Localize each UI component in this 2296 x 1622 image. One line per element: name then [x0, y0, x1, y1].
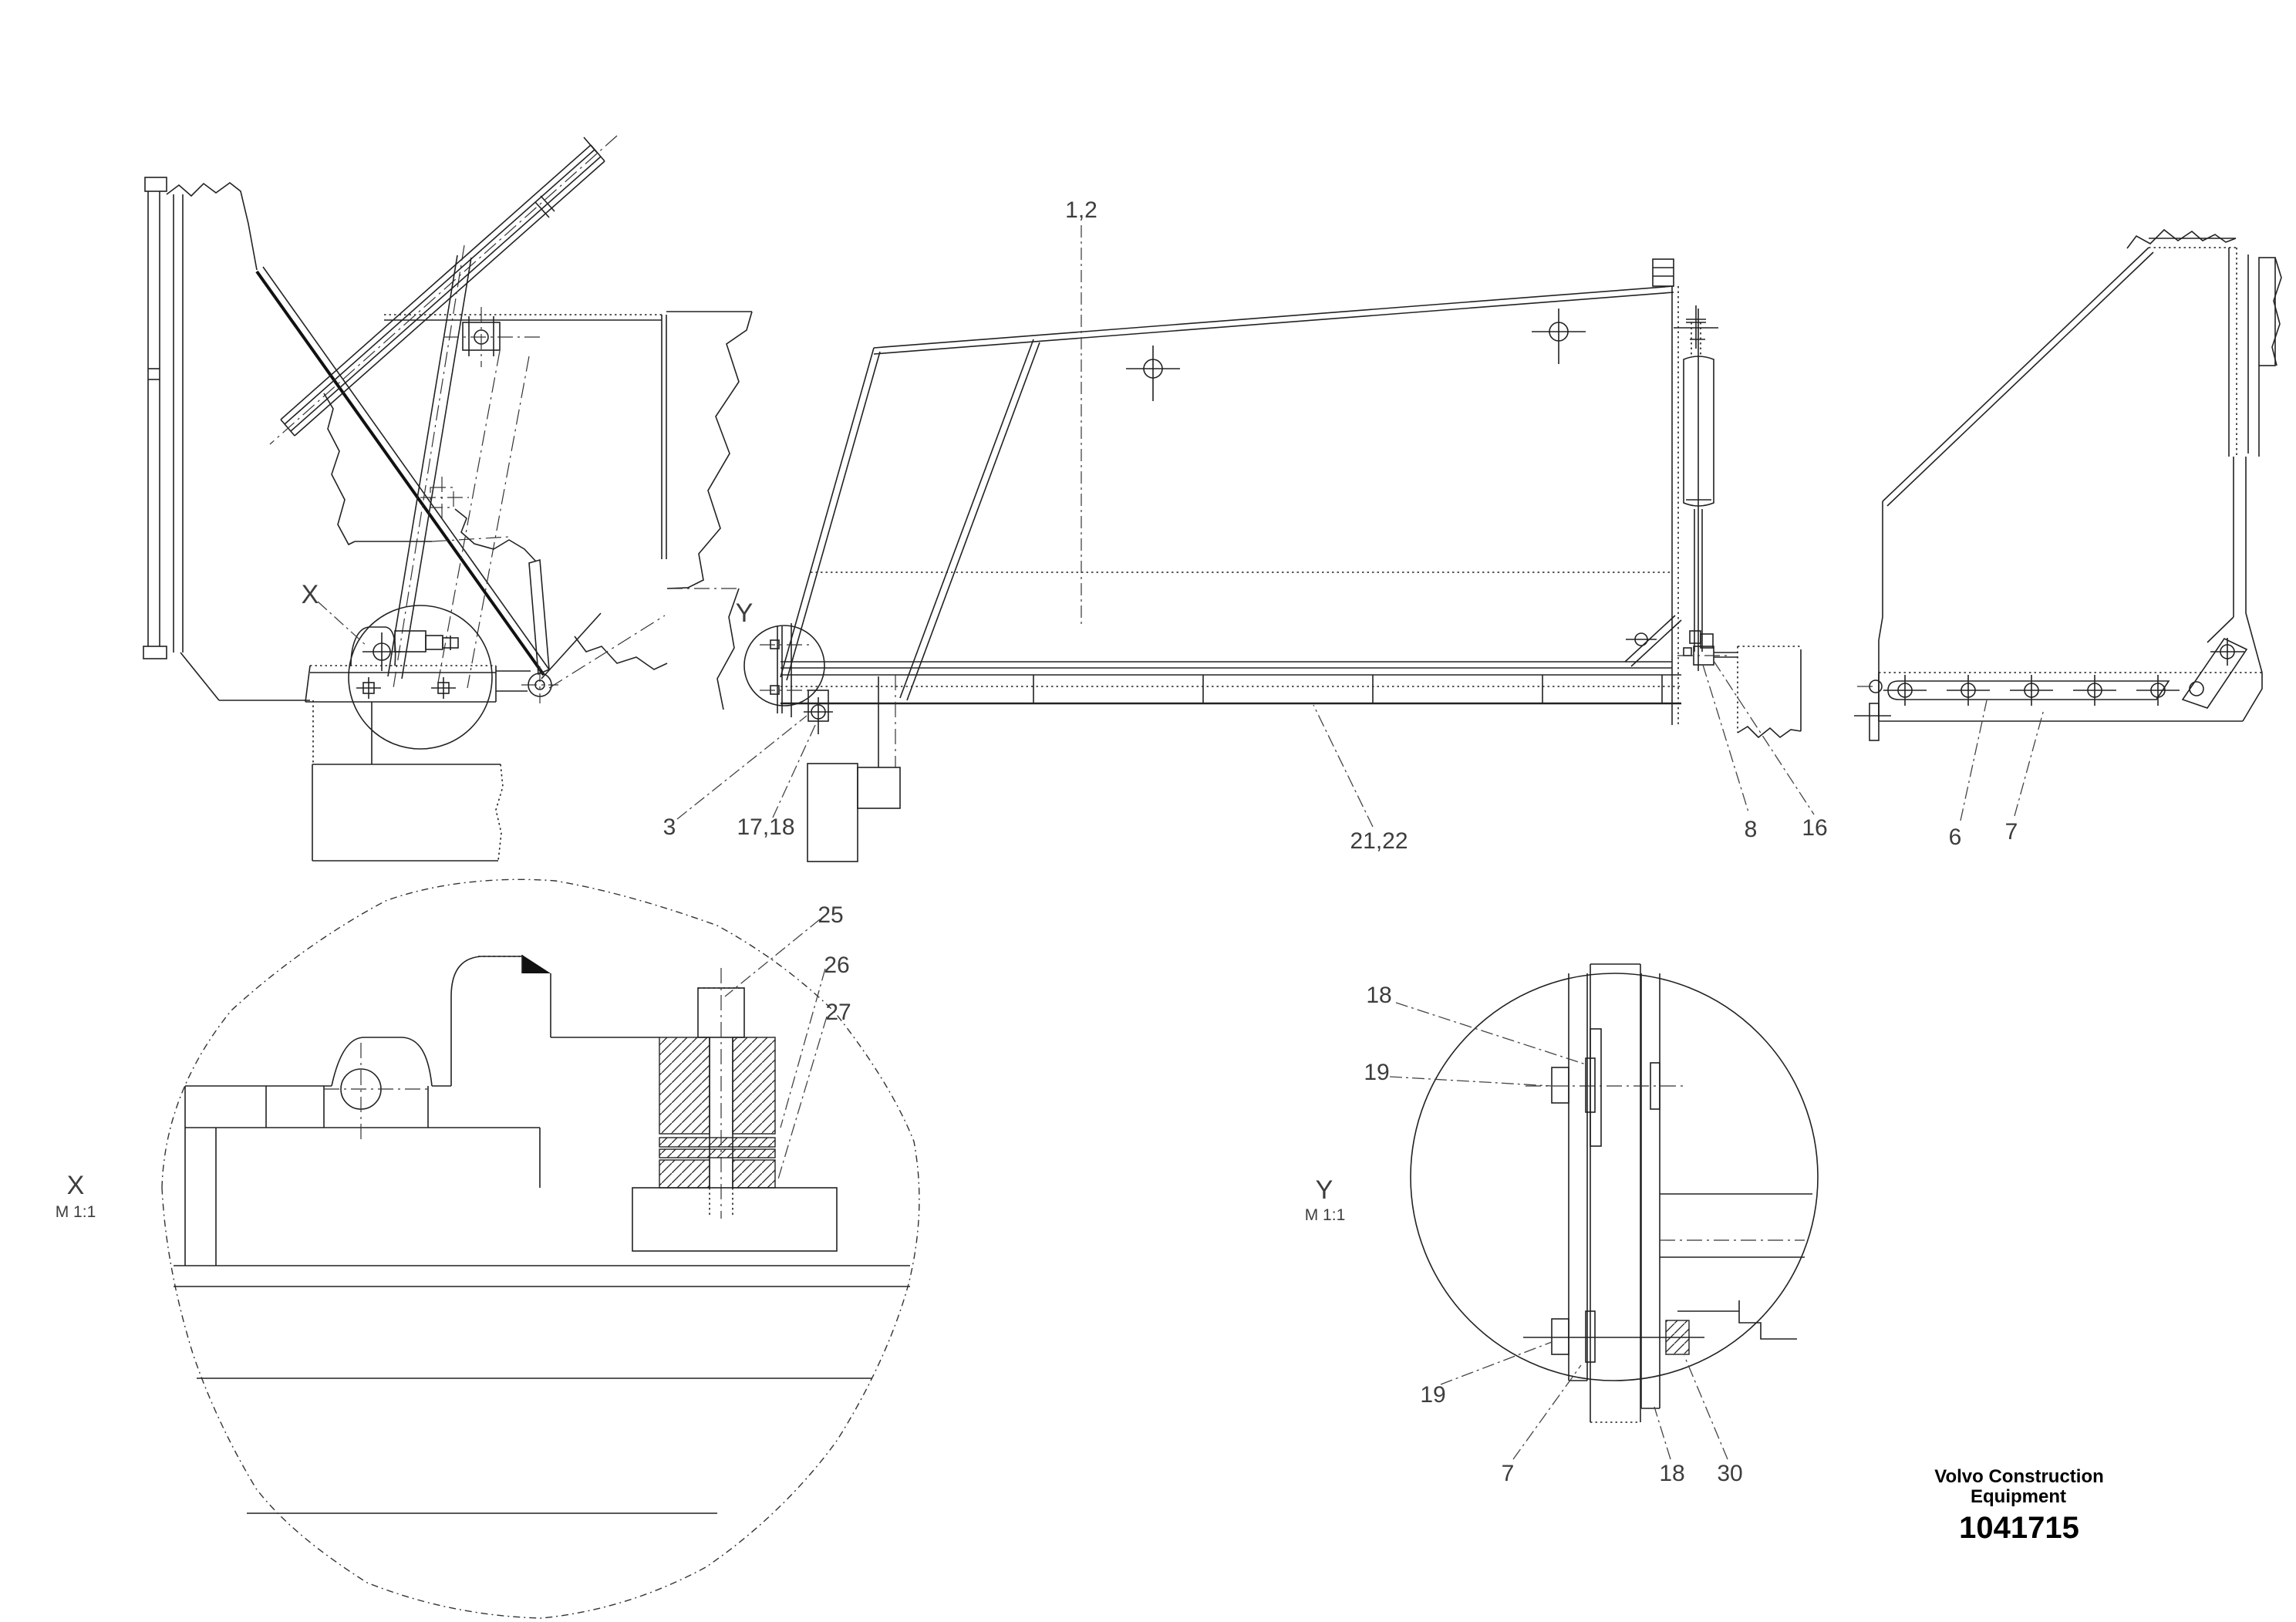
callout-19-bottom: 19: [1420, 1382, 1445, 1408]
detail-y-circle-marker: [743, 625, 825, 706]
callout-17-18: 17,18: [737, 814, 794, 840]
callout-6-leader: [1960, 700, 1988, 821]
callout-8: 8: [1745, 817, 1758, 842]
callout-3-leader: [676, 715, 807, 820]
detail-y-marker: Y: [736, 599, 754, 628]
title-block: Volvo Construction Equipment 1041715: [1934, 1466, 2104, 1545]
callout-16: 16: [1802, 815, 1827, 841]
view-side-right: 6 7: [1854, 228, 2282, 850]
callout-18t-leader: [1395, 1002, 1586, 1065]
view-side-left: X: [143, 135, 753, 862]
callout-21-22: 21,22: [1350, 828, 1408, 854]
callout-19b-leader: [1440, 1341, 1553, 1385]
panel-hole-marks: [1126, 309, 1586, 401]
callout-1-2: 1,2: [1065, 197, 1097, 223]
bar-bolt-5: [2136, 675, 2180, 706]
callout-27: 27: [825, 1000, 851, 1025]
panel-left-joint: [760, 623, 811, 717]
lid-cylinder-strut: [387, 244, 530, 689]
view-front-main: 1,2 Y 3 17,18 21,: [663, 197, 1828, 862]
right-view-left-end: [1854, 679, 1891, 741]
lower-support: [804, 675, 901, 862]
right-column: [2207, 248, 2282, 673]
detail-x-cloud-boundary: [161, 878, 920, 1619]
callout-17-18-leader: [772, 723, 817, 818]
bottom-wear-bar: [781, 661, 1681, 705]
callout-7b-leader: [1512, 1364, 1582, 1460]
bar-bolt-1: [1883, 675, 1927, 706]
left-wall-flange: [143, 177, 184, 659]
callout-25: 25: [818, 902, 843, 928]
callout-26-leader: [780, 968, 826, 1128]
hinge-bracket: [305, 626, 497, 703]
bar-bolt-3: [2010, 675, 2053, 706]
detail-y-view: 18 19 19 7 18 30 Y M 1:1: [1305, 963, 1819, 1486]
callout-25-leader: [724, 919, 821, 997]
callout-7: 7: [2005, 819, 2018, 845]
callout-21-22-leader: [1313, 704, 1374, 828]
detail-y-title: Y: [1316, 1175, 1333, 1205]
callout-7-leader: [2014, 709, 2045, 817]
machine-body-torn: [574, 311, 753, 710]
callout-26: 26: [824, 953, 849, 978]
callout-27-leader: [777, 1016, 828, 1182]
gas-strut-cylinder: [1674, 305, 1731, 671]
detail-x-circle: [348, 605, 493, 750]
callout-19t-leader: [1389, 1076, 1553, 1087]
wall-bottom-edge: [180, 652, 310, 701]
callout-30: 30: [1717, 1461, 1742, 1486]
mount-plate-16: [1714, 646, 1802, 739]
panel-top-tab: [1652, 258, 1674, 287]
callout-30-leader: [1684, 1355, 1728, 1460]
corner-gusset: [2181, 637, 2248, 709]
detail-y-section: [1523, 963, 1812, 1423]
main-panel-outline: [780, 285, 1679, 725]
company-name-line2: Equipment: [1971, 1486, 2066, 1507]
callout-16-leader: [1713, 660, 1815, 815]
detail-x-section: [174, 955, 910, 1514]
open-lid-panel: [255, 266, 550, 676]
wall-torn-top-edge: [166, 181, 258, 271]
detail-x-marker: X: [302, 580, 319, 609]
weld-symbol: [522, 955, 551, 973]
bar-bolt-2: [1947, 675, 1990, 706]
bar-bolt-4: [2073, 675, 2116, 706]
inner-torn-outline: [323, 393, 537, 562]
callout-7-detail: 7: [1502, 1461, 1515, 1486]
callout-3: 3: [663, 814, 676, 840]
callout-18b-leader: [1654, 1406, 1671, 1460]
detail-x-scale: M 1:1: [56, 1203, 96, 1221]
detail-y-scale: M 1:1: [1305, 1206, 1346, 1224]
strut-upper-bracket: [443, 307, 540, 367]
left-pedestal: [312, 700, 504, 862]
mid-link-phantom: [420, 477, 469, 518]
callout-18-bottom: 18: [1659, 1461, 1684, 1486]
callout-8-leader: [1702, 664, 1750, 815]
machine-deck-line: [384, 311, 752, 321]
lid-stay-arm: [269, 135, 618, 445]
right-bottom-bar: [1878, 637, 2263, 722]
lid-hinge: [496, 612, 666, 703]
detail-y-boundary: [1410, 973, 1819, 1381]
right-panel-outline: [1878, 228, 2237, 717]
detail-x-leader: [317, 601, 368, 647]
detail-x-title: X: [67, 1171, 85, 1200]
callout-19-top: 19: [1364, 1060, 1389, 1085]
drawing-number: 1041715: [1959, 1511, 2079, 1545]
callout-18-top: 18: [1366, 983, 1391, 1008]
detail-x-view: 25 26 27 X M 1:1: [56, 878, 920, 1619]
callout-6: 6: [1949, 824, 1962, 850]
right-corner-brace: [1624, 615, 1682, 667]
company-name-line1: Volvo Construction: [1934, 1466, 2104, 1487]
